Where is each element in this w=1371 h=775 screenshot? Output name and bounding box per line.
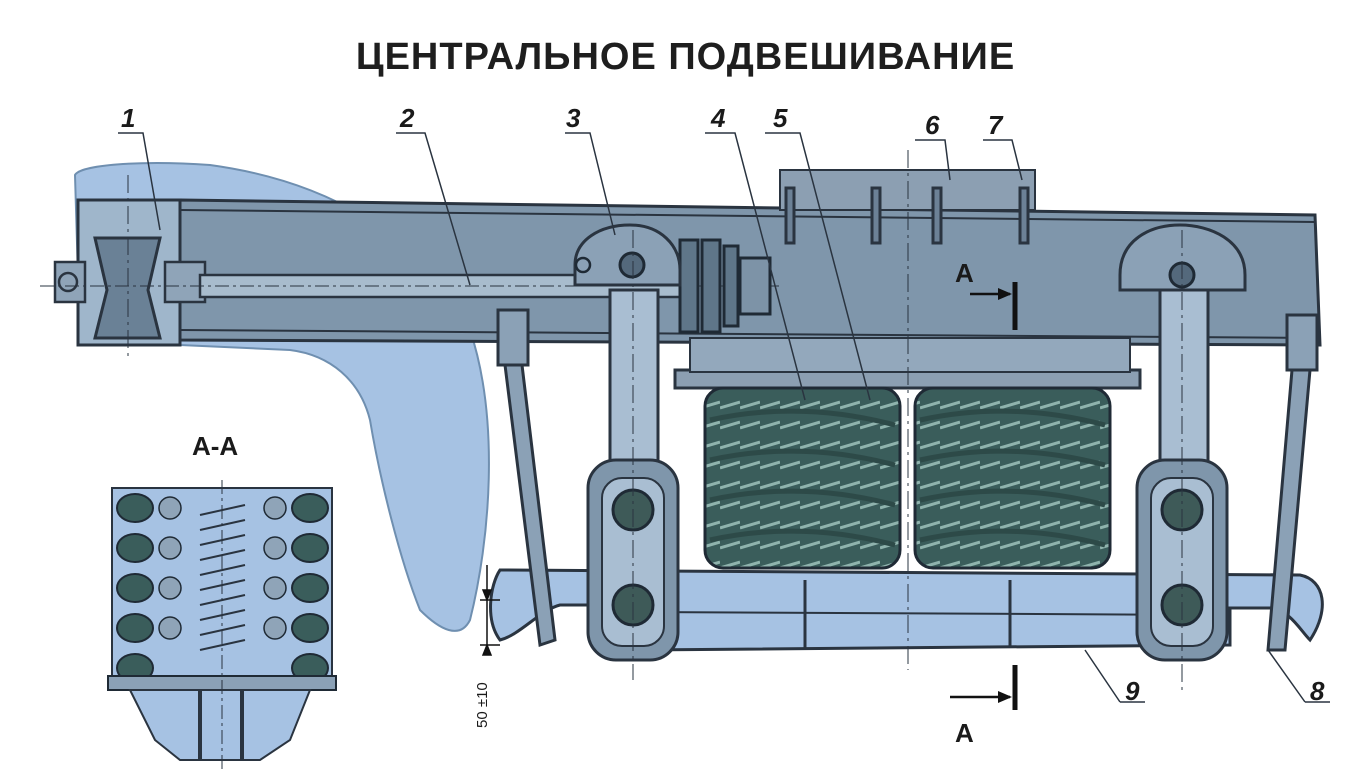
callout-8: 8 [1310, 676, 1325, 706]
section-marker-top: A [955, 258, 1018, 330]
callout-4: 4 [710, 103, 726, 133]
dimension-label: 50 ±10 [474, 682, 491, 728]
section-marker-bottom: A [950, 665, 1018, 748]
callout-6: 6 [925, 110, 940, 140]
vertical-bars [496, 308, 1319, 652]
callout-5: 5 [773, 103, 788, 133]
link-bracket-left [573, 223, 682, 472]
coil-springs [703, 386, 1112, 570]
dimension-50 [480, 565, 500, 656]
section-view-title: А-А [192, 431, 238, 461]
diagram-title: ЦЕНТРАЛЬНОЕ ПОДВЕШИВАНИЕ [355, 36, 1016, 78]
callout-1: 1 [121, 103, 135, 133]
section-marker-label-top: A [955, 258, 974, 288]
link-bracket-right [1118, 223, 1247, 472]
callout-2: 2 [399, 103, 415, 133]
link-right [1135, 458, 1229, 662]
spring-beam [489, 568, 1324, 652]
callout-9: 9 [1125, 676, 1140, 706]
section-view-aa [107, 480, 337, 770]
callout-7: 7 [988, 110, 1004, 140]
top-bracket [779, 169, 1036, 211]
section-marker-label-bottom: A [955, 718, 974, 748]
callout-3: 3 [566, 103, 581, 133]
